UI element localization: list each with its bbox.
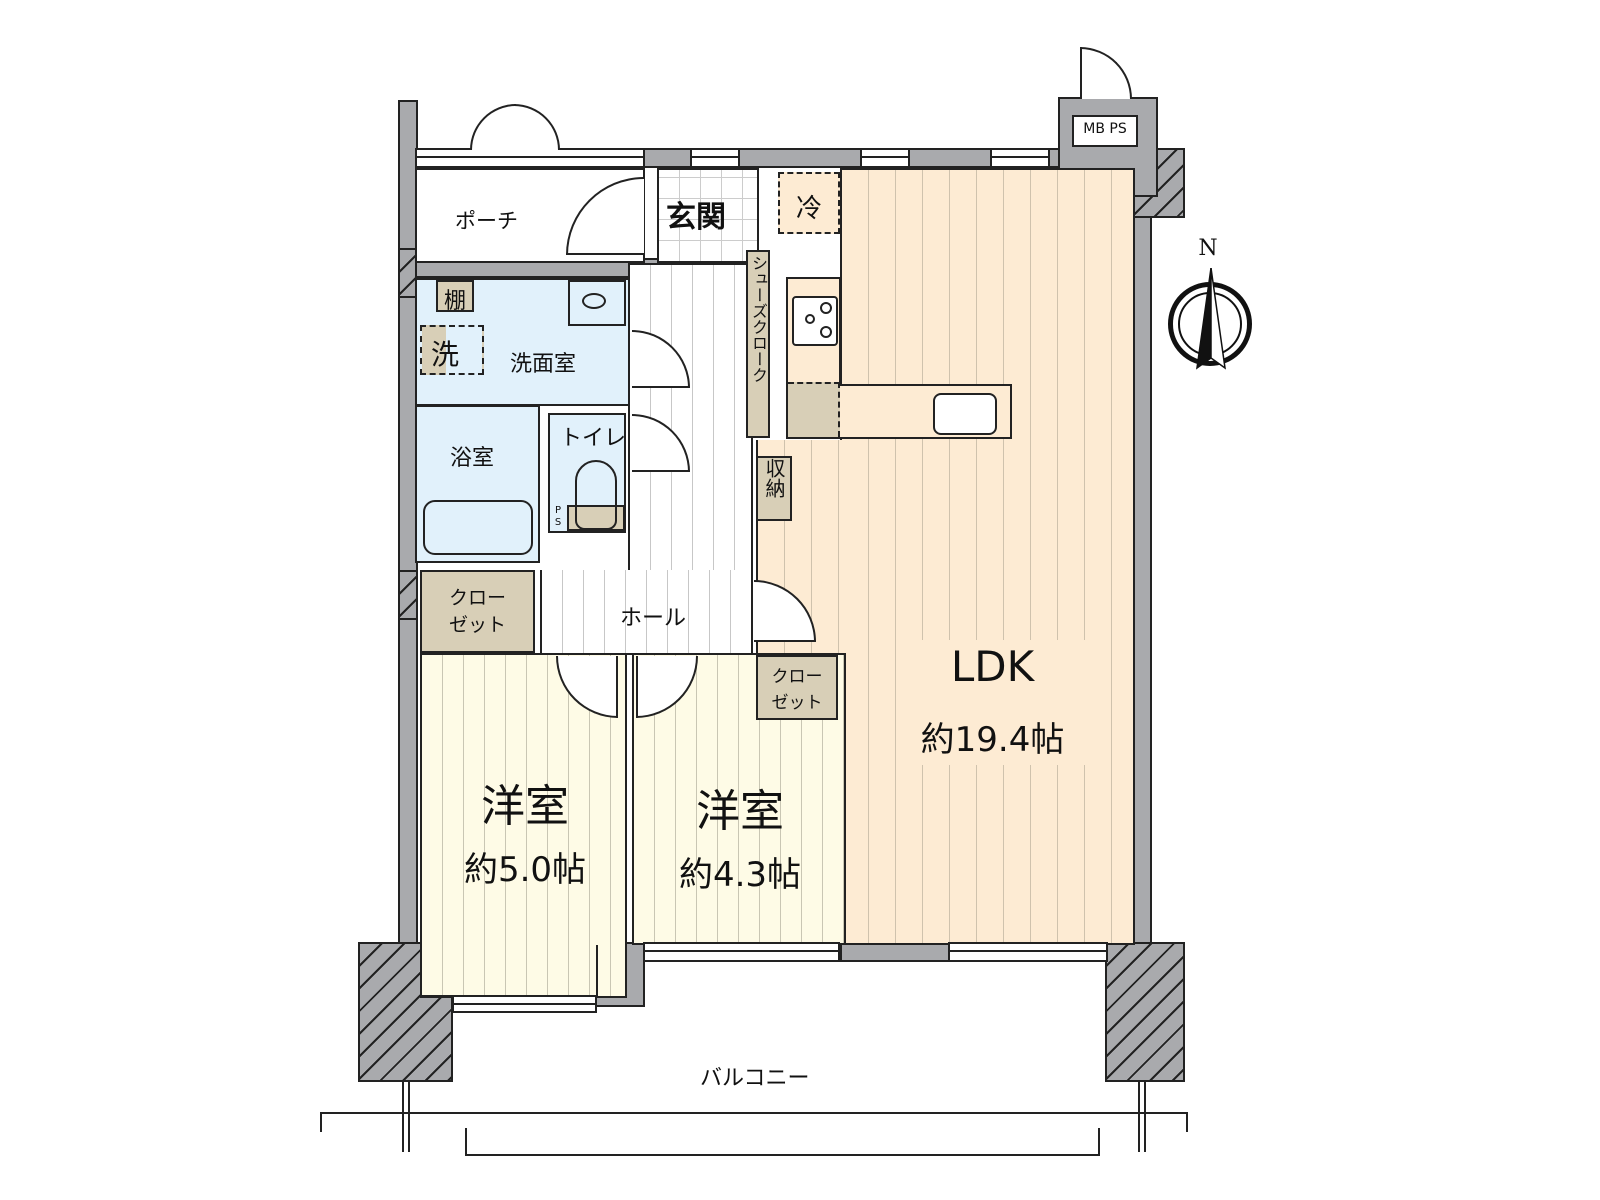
hall-lower <box>540 570 753 655</box>
washroom-label: 洗面室 <box>510 352 577 377</box>
porch-gate-left[interactable] <box>470 104 516 150</box>
wall-west-hatch-lower <box>398 570 418 620</box>
entrance <box>657 168 759 263</box>
washer-label: 洗 <box>430 338 459 371</box>
balcony-post-right <box>1138 1082 1146 1152</box>
storage[interactable] <box>756 456 792 521</box>
closet-2-label-line2: ゼット <box>771 693 823 713</box>
western-room-1-size: 約5.0帖 <box>463 850 587 890</box>
shoe-closet[interactable] <box>746 250 770 438</box>
shelf-label: 棚 <box>443 289 466 314</box>
storage-label: 収納 <box>762 458 786 498</box>
ldk-window <box>948 942 1108 962</box>
north-window-3 <box>990 148 1050 168</box>
burner-icon-2 <box>805 314 815 324</box>
ldk-name: LDK <box>950 642 1035 691</box>
column-southeast <box>1105 942 1185 1082</box>
entrance-label: 玄関 <box>666 200 726 235</box>
closet-1-label-line1: クロー <box>448 587 506 609</box>
shoe-closet-label: シューズクローク <box>749 255 768 383</box>
compass-arrow-icon <box>1196 267 1226 370</box>
closet-2[interactable] <box>756 655 838 720</box>
ldk-label-bg <box>900 640 1085 765</box>
burner-icon-1 <box>820 302 832 314</box>
burner-icon-3 <box>820 326 832 338</box>
western-room-2-size: 約4.3帖 <box>678 855 802 895</box>
porch-gate-right[interactable] <box>514 104 560 150</box>
toilet-label: トイレ <box>560 426 627 451</box>
ps-label: P S <box>554 505 562 528</box>
bathtub-icon <box>423 500 533 555</box>
toilet-bowl-icon <box>575 460 617 530</box>
western-room-1-name: 洋室 <box>481 781 569 832</box>
western-room-1-window <box>452 995 597 1013</box>
balcony-railing-inner <box>465 1128 1100 1156</box>
bathroom-label: 浴室 <box>450 446 495 471</box>
closet-2-label-line1: クロー <box>771 667 823 687</box>
balcony-post-left <box>402 1082 410 1152</box>
washer-space <box>420 325 484 375</box>
hall-label: ホール <box>620 606 687 631</box>
washbasin-icon <box>582 293 606 309</box>
western-room-2-name: 洋室 <box>696 786 784 837</box>
compass-north-label: N <box>1198 236 1218 261</box>
fridge-label: 冷 <box>795 194 822 224</box>
ldk <box>840 168 1135 945</box>
wall-south-mid <box>840 942 950 962</box>
closet-1[interactable] <box>420 570 535 653</box>
porch-label: ポーチ <box>455 209 518 233</box>
porch-window <box>415 148 645 168</box>
stove-icon <box>792 296 838 346</box>
balcony-label: バルコニー <box>700 1066 810 1091</box>
mbps-door[interactable] <box>1080 47 1132 99</box>
wall-west-hatch-upper <box>398 248 418 298</box>
north-window-1 <box>690 148 740 168</box>
wall-east <box>1132 200 1152 950</box>
ldk-size: 約19.4帖 <box>920 720 1065 760</box>
north-window-2 <box>860 148 910 168</box>
sink-icon <box>933 393 997 435</box>
compass-needle-icon <box>1193 267 1229 372</box>
balcony-railing <box>320 1112 1188 1132</box>
mbps-label: MB PS <box>1083 121 1127 137</box>
fridge-space <box>778 172 840 234</box>
mbps-label-box <box>1072 115 1138 147</box>
western-room-2-window <box>643 942 840 962</box>
kitchen-corner-storage <box>788 382 840 437</box>
western-room-1-window-bay <box>420 945 598 997</box>
shelf[interactable] <box>436 280 474 312</box>
closet-1-label-line2: ゼット <box>448 614 506 636</box>
